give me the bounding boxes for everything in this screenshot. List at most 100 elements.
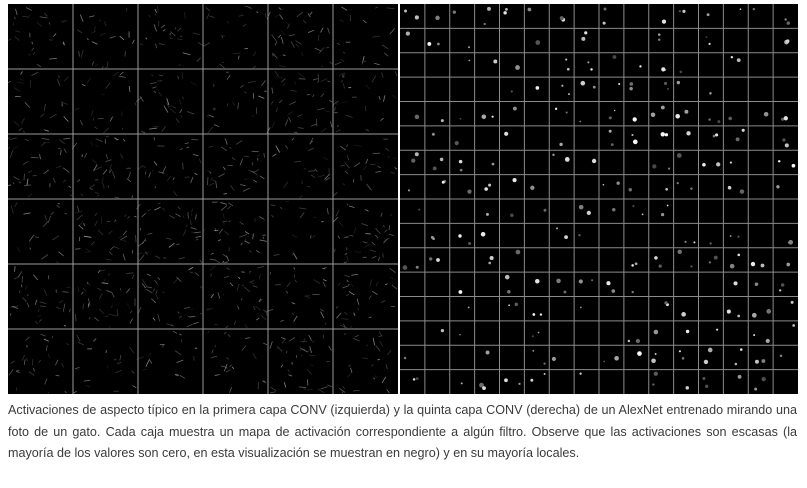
activation-map bbox=[432, 157, 444, 171]
activation-map bbox=[137, 137, 202, 197]
activation-map bbox=[484, 183, 492, 191]
activation-map bbox=[703, 347, 713, 365]
activation-map bbox=[578, 204, 591, 216]
activation-map bbox=[653, 329, 659, 335]
activation-map bbox=[702, 162, 721, 167]
activation-map bbox=[508, 302, 518, 307]
activation-map bbox=[403, 356, 407, 360]
activation-map bbox=[726, 309, 741, 318]
activation-map bbox=[627, 338, 641, 344]
activation-map bbox=[678, 9, 686, 13]
activation-map bbox=[665, 187, 668, 191]
conv5-activation-grid bbox=[400, 4, 798, 394]
activation-map bbox=[716, 328, 719, 331]
activation-map bbox=[532, 313, 543, 316]
activation-map bbox=[266, 70, 333, 134]
activation-map bbox=[493, 59, 498, 64]
activation-map bbox=[612, 207, 616, 212]
activation-map bbox=[637, 351, 642, 356]
activation-map bbox=[137, 267, 203, 328]
activation-map bbox=[527, 7, 532, 12]
activation-map bbox=[504, 274, 511, 294]
activation-map bbox=[631, 290, 634, 294]
activation-map bbox=[737, 374, 742, 379]
activation-map bbox=[652, 164, 671, 170]
activation-map bbox=[709, 242, 712, 245]
activation-map bbox=[792, 324, 796, 327]
activation-map bbox=[427, 41, 440, 46]
activation-figure bbox=[8, 4, 798, 394]
activation-map bbox=[602, 181, 620, 186]
activation-map bbox=[412, 377, 419, 381]
activation-map bbox=[206, 137, 265, 195]
activation-map bbox=[272, 137, 331, 199]
activation-map bbox=[675, 109, 689, 119]
activation-map bbox=[579, 120, 582, 123]
activation-map bbox=[750, 261, 765, 268]
activation-map bbox=[790, 300, 794, 304]
activation-map bbox=[414, 114, 420, 120]
activation-map bbox=[685, 386, 690, 390]
activation-map bbox=[763, 111, 769, 117]
activation-map bbox=[452, 10, 457, 14]
activation-map bbox=[441, 179, 447, 184]
activation-map bbox=[678, 350, 685, 360]
activation-map bbox=[734, 348, 743, 366]
activation-map bbox=[681, 312, 686, 317]
activation-map bbox=[75, 269, 136, 329]
activation-map bbox=[684, 240, 696, 244]
activation-map bbox=[554, 107, 568, 114]
activation-map bbox=[754, 376, 766, 391]
activation-map bbox=[782, 138, 789, 148]
activation-map bbox=[535, 40, 541, 45]
activation-map bbox=[440, 119, 444, 123]
activation-map bbox=[9, 266, 71, 327]
activation-map bbox=[602, 7, 607, 25]
activation-map bbox=[74, 71, 137, 134]
activation-map bbox=[459, 333, 461, 336]
activation-map bbox=[754, 282, 759, 286]
activation-map bbox=[561, 84, 570, 96]
activation-map bbox=[479, 382, 486, 390]
activation-map bbox=[488, 255, 494, 265]
activation-map bbox=[677, 249, 693, 268]
activation-map bbox=[440, 328, 445, 333]
activation-map bbox=[467, 189, 472, 194]
activation-map bbox=[8, 136, 73, 198]
activation-map bbox=[332, 203, 394, 264]
activation-map bbox=[407, 189, 411, 192]
activation-map bbox=[676, 153, 682, 158]
activation-map bbox=[639, 65, 642, 68]
activation-map bbox=[458, 159, 463, 172]
activation-map bbox=[431, 132, 436, 136]
activation-map bbox=[266, 7, 333, 68]
activation-map bbox=[631, 262, 638, 267]
activation-map bbox=[532, 349, 546, 365]
conv1-activation-grid bbox=[8, 4, 398, 394]
activation-map bbox=[729, 161, 732, 164]
activation-map bbox=[702, 377, 709, 389]
activation-map bbox=[483, 6, 491, 26]
activation-map bbox=[708, 118, 721, 124]
activation-map bbox=[435, 15, 440, 21]
activation-map bbox=[404, 9, 419, 20]
activation-map bbox=[685, 329, 690, 334]
activation-map bbox=[481, 114, 494, 120]
activation-map bbox=[618, 82, 621, 85]
activation-map bbox=[632, 117, 637, 122]
figure-caption: Activaciones de aspecto típico en la pri… bbox=[8, 403, 797, 460]
activation-map bbox=[650, 105, 665, 118]
activation-map bbox=[336, 267, 398, 329]
activation-map bbox=[74, 205, 137, 261]
activation-map bbox=[504, 378, 521, 385]
activation-map bbox=[661, 19, 667, 24]
activation-map bbox=[632, 204, 644, 216]
activation-map bbox=[591, 158, 597, 164]
activation-map bbox=[510, 90, 513, 93]
activation-map bbox=[781, 116, 788, 121]
activation-map bbox=[270, 200, 329, 260]
activation-map bbox=[652, 371, 658, 386]
activation-map bbox=[531, 331, 540, 338]
activation-map bbox=[454, 140, 459, 146]
activation-map bbox=[339, 331, 392, 394]
